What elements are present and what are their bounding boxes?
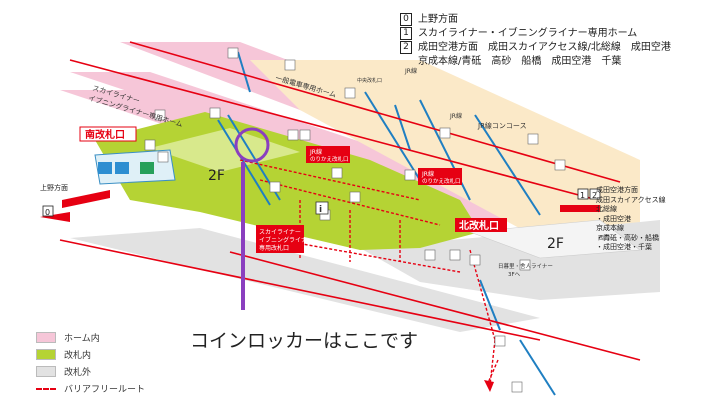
ueno-arrowhead xyxy=(40,212,70,222)
jr-line-label-mid: JR線 xyxy=(449,112,462,120)
jr-concourse-area xyxy=(250,60,640,250)
track-1-box xyxy=(577,188,589,200)
to-3f-label: 3Fへ xyxy=(508,272,521,278)
legend-inside-gate: 改札内 xyxy=(36,348,91,361)
platform-text-1: スカイライナー・イブニングライナー専用ホーム xyxy=(418,28,638,39)
legend-label-barrier-free: バリアフリールート xyxy=(64,385,146,395)
ueno-direction-arrow xyxy=(62,190,110,208)
north-gate-label: 北改札口 xyxy=(459,219,499,232)
concourse-highlight xyxy=(150,128,300,172)
destination-line-2: ・成田空港 xyxy=(596,214,631,223)
jr-line-label-top: JR線 xyxy=(404,67,417,75)
jr-transfer-badge-1 xyxy=(306,146,350,163)
skyliner-gate-label-1: スカイライナー xyxy=(259,229,301,236)
west-exit-label: 西口 xyxy=(598,235,610,242)
information-icon xyxy=(315,201,329,215)
track-0-label: 0 xyxy=(45,208,50,217)
platform-text-0: 上野方面 xyxy=(418,14,458,25)
legend-swatch-barrier-free xyxy=(36,387,56,390)
legend-outside-gate: 改札外 xyxy=(36,365,91,378)
track-2-box xyxy=(589,188,601,200)
destination-title: 成田空港方面 xyxy=(596,186,638,194)
legend-label-outside: 改札外 xyxy=(64,368,92,378)
jr-concourse-label: JR線コンコース xyxy=(477,121,527,130)
legend-barrier-free: バリアフリールート xyxy=(36,382,145,395)
south-gate-badge xyxy=(79,126,137,142)
legend-swatch-inside xyxy=(36,349,56,360)
legend-label-inside: 改札内 xyxy=(64,351,92,361)
legend-swatch-platform xyxy=(36,332,56,343)
jr-transfer-label-2b: のりかえ改札口 xyxy=(422,177,461,185)
jr-transfer-label-2: JR線 xyxy=(421,170,434,178)
nippori-toneri-label: 日暮里・舎人ライナー xyxy=(498,262,553,270)
south-gate-label: 南改札口 xyxy=(85,128,125,141)
toilet-icon xyxy=(98,162,112,174)
barrier-free-routes xyxy=(239,159,496,386)
floor-label-left: 2F xyxy=(208,168,225,184)
legend-label-platform: ホーム内 xyxy=(64,334,100,344)
jr-transfer-label-1b: のりかえ改札口 xyxy=(310,155,349,163)
toilet-icon-2 xyxy=(115,162,129,174)
platform-row-0: 0 上野方面 xyxy=(400,13,671,27)
coin-locker-highlight-circle xyxy=(234,127,270,163)
north-gate-badge xyxy=(455,218,507,232)
barrier-free-exit-route xyxy=(487,359,499,384)
coin-locker-caption: コインロッカーはここです xyxy=(190,330,419,352)
skyliner-gate-badge xyxy=(256,225,304,253)
platform-number-2: 2 xyxy=(400,41,412,54)
destination-line-3: 京成本線 xyxy=(596,224,624,232)
track-lines xyxy=(59,41,641,361)
platform-text-2b: 京成本線/青砥 高砂 船橋 成田空港 千葉 xyxy=(418,56,622,67)
south-gate-area xyxy=(94,149,176,185)
platform-row-2b: 京成本線/青砥 高砂 船橋 成田空港 千葉 xyxy=(400,55,671,69)
jr-area-top xyxy=(330,72,450,90)
accessible-toilet-icon xyxy=(140,162,154,174)
legend-platform: ホーム内 xyxy=(36,331,100,344)
legend-swatch-outside xyxy=(36,366,56,377)
north-platform-white xyxy=(469,219,641,259)
platform-text-2: 成田空港方面 成田スカイアクセス線/北総線 成田空港 xyxy=(418,42,671,53)
destination-line-4: ・青砥・高砂・船橋 xyxy=(596,233,659,242)
track-1-label: 1 xyxy=(580,191,585,200)
jr-transfer-label-1: JR線 xyxy=(309,148,322,156)
floor-label-right: 2F xyxy=(547,236,564,252)
ueno-direction-label: 上野方面 xyxy=(40,183,68,192)
platform-row-1: 1 スカイライナー・イブニングライナー専用ホーム xyxy=(400,27,671,41)
track-0-box xyxy=(42,205,54,217)
central-gate-label: 中央改札口 xyxy=(357,77,382,84)
platform-row-2: 2 成田空港方面 成田スカイアクセス線/北総線 成田空港 xyxy=(400,41,671,55)
narita-direction-arrow xyxy=(560,205,600,212)
platform-direction-legend: 0 上野方面 1 スカイライナー・イブニングライナー専用ホーム 2 成田空港方面… xyxy=(400,13,671,69)
narita-destination-list: 成田空港方面 成田スカイアクセス線 北総線 ・成田空港 京成本線 ・青砥・高砂・… xyxy=(596,186,666,253)
destination-line-5: ・成田空港・千葉 xyxy=(596,243,652,251)
skyliner-gate-label-3: 専用改札口 xyxy=(259,244,289,252)
skyliner-gate-label-2: イブニングライナー xyxy=(259,236,313,244)
escalator-group xyxy=(217,51,556,396)
facility-pictograms xyxy=(144,47,566,393)
lower-outside-area xyxy=(70,228,540,332)
track-2-label: 2 xyxy=(592,191,597,200)
destination-line-0: 成田スカイアクセス線 xyxy=(596,195,666,204)
platform-number-0: 0 xyxy=(400,13,412,26)
info-glyph: i xyxy=(319,205,322,215)
barrier-free-exit-arrowhead xyxy=(484,380,494,392)
platform-number-1: 1 xyxy=(400,27,412,40)
destination-line-1: 北総線 xyxy=(596,205,617,213)
jr-transfer-badge-2 xyxy=(418,168,462,185)
